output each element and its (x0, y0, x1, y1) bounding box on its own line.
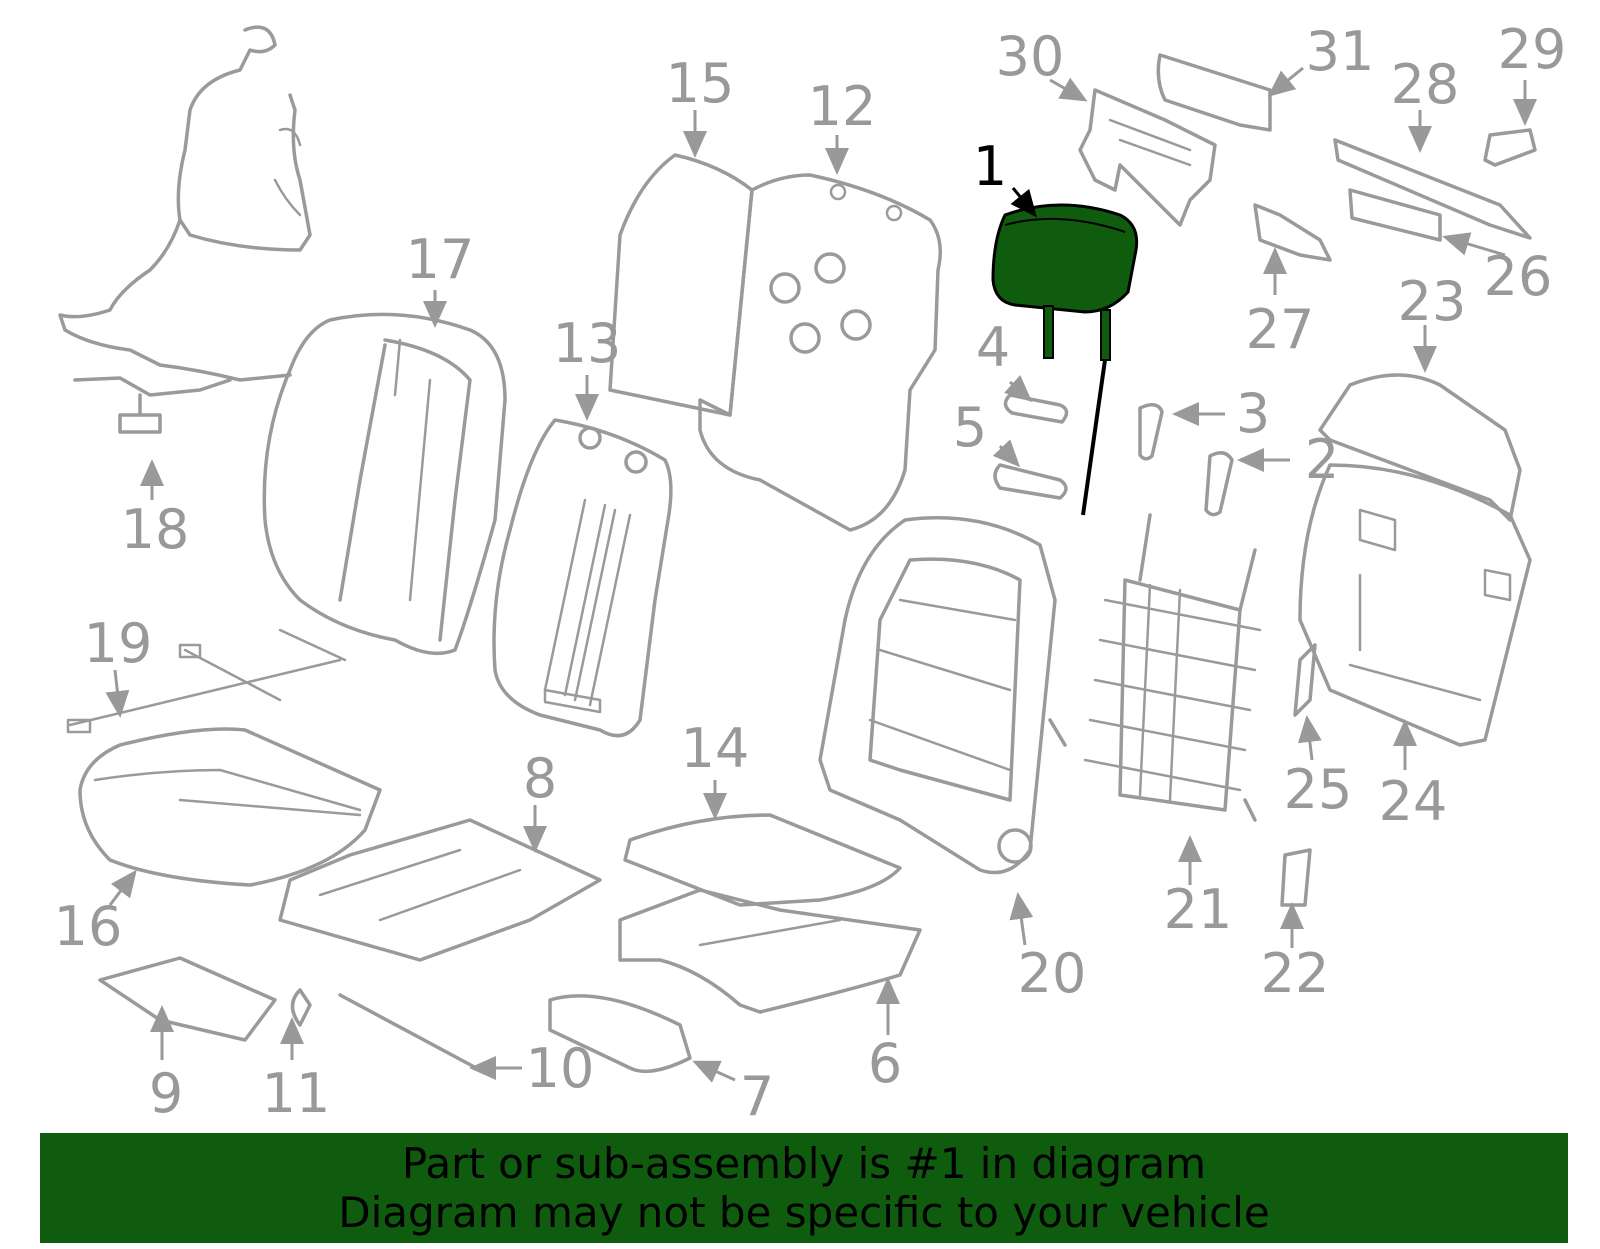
part-1-head-restraint[interactable] (991, 203, 1139, 516)
part-18-wiring-harness (58, 25, 312, 434)
callout-27: 27 (1246, 298, 1315, 361)
callout-23: 23 (1398, 270, 1467, 333)
callout-21: 21 (1164, 878, 1233, 941)
callout-24: 24 (1379, 770, 1448, 833)
callout-labels: 1 2 3 4 5 6 7 8 9 10 11 12 13 14 15 16 1… (54, 18, 1567, 1128)
callout-26: 26 (1484, 245, 1553, 308)
part-27-bracket (1253, 203, 1332, 262)
callout-13: 13 (553, 312, 622, 375)
part-16-cushion-cover (78, 727, 382, 887)
callout-5: 5 (953, 396, 987, 459)
banner-line-1: Part or sub-assembly is #1 in diagram (401, 1139, 1207, 1188)
callout-14: 14 (681, 717, 750, 780)
callout-25: 25 (1284, 758, 1353, 821)
part-10-rod (338, 993, 482, 1072)
part-11-clip (290, 988, 312, 1027)
callout-1: 1 (973, 135, 1007, 198)
leader-lines (105, 66, 1537, 1083)
part-6-cushion (618, 888, 922, 1014)
callout-22: 22 (1261, 942, 1330, 1005)
part-9-panel (98, 956, 277, 1042)
part-8-seat-pan (278, 818, 602, 962)
callout-16: 16 (54, 895, 123, 958)
part-20-seatback-frame (818, 516, 1057, 875)
callout-6: 6 (868, 1032, 902, 1095)
banner-line-2: Diagram may not be specific to your vehi… (338, 1188, 1270, 1237)
part-13-seatback-pad (492, 418, 673, 738)
part-7-bolster (548, 994, 692, 1074)
part-24-back-panel (1298, 463, 1532, 747)
part-4-guide (1003, 393, 1069, 424)
info-banner: Part or sub-assembly is #1 in diagram Di… (40, 1133, 1568, 1243)
callout-4: 4 (976, 316, 1010, 379)
part-30-bracket (1078, 88, 1217, 227)
part-23-back-cover (1318, 373, 1522, 522)
callout-7: 7 (740, 1065, 774, 1128)
callout-28: 28 (1391, 53, 1460, 116)
part-5-guide (993, 463, 1068, 500)
callout-17: 17 (406, 228, 475, 291)
callout-8: 8 (523, 747, 557, 810)
part-3-guide-sleeve (1138, 403, 1164, 461)
callout-3: 3 (1236, 382, 1270, 445)
callout-31: 31 (1306, 20, 1375, 83)
part-31-bracket (1156, 53, 1272, 132)
callout-18: 18 (121, 498, 190, 561)
callout-20: 20 (1018, 942, 1087, 1005)
callout-10: 10 (526, 1037, 595, 1100)
part-29-sensor (1483, 128, 1537, 167)
callout-12: 12 (808, 75, 877, 138)
part-22-clip (1280, 848, 1312, 907)
part-28-trim-strip (1333, 138, 1532, 240)
part-26-switch (1348, 188, 1442, 242)
part-15-back-panel (608, 153, 754, 417)
callout-9: 9 (149, 1062, 183, 1125)
callout-19: 19 (84, 612, 153, 675)
part-14-cushion-pad (623, 813, 902, 907)
part-25-clip (1293, 643, 1317, 717)
part-17-seatback-cover (262, 312, 507, 656)
callout-29: 29 (1498, 18, 1567, 81)
part-21-spring-mat (1048, 513, 1262, 822)
callout-11: 11 (262, 1062, 331, 1125)
part-12-back-trim (698, 173, 942, 532)
callout-15: 15 (666, 52, 735, 115)
callout-2: 2 (1305, 428, 1339, 491)
callout-30: 30 (996, 25, 1065, 88)
part-2-guide-sleeve (1204, 451, 1234, 517)
